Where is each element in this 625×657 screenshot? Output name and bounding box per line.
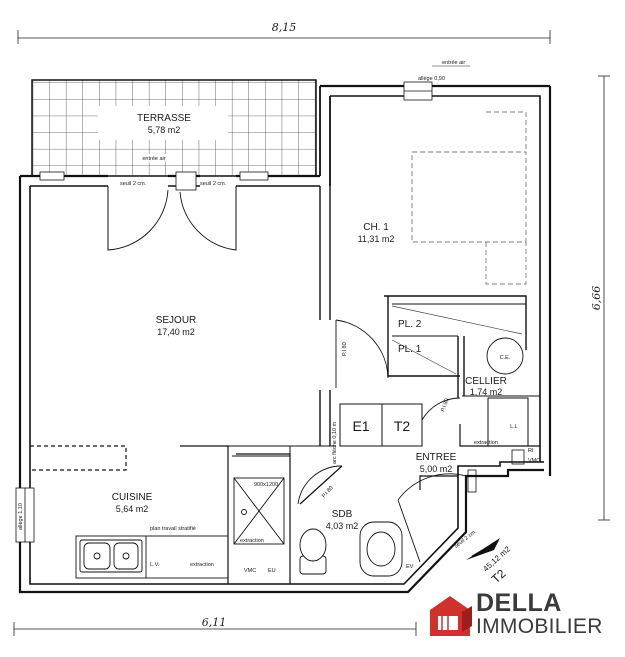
worktop-label: plan travail stratifié: [150, 526, 196, 532]
electrical-panel: [467, 469, 477, 493]
terrace-name: TERRASSE: [137, 113, 191, 124]
dimension-top-width: 8,15: [272, 21, 297, 34]
brand-name: DELLA: [476, 589, 562, 617]
seuil-right: seuil 2 cm.: [200, 181, 227, 187]
door-label-sdb: P.I 80: [321, 485, 335, 499]
placard-1-name: PL. 1: [398, 344, 422, 355]
left-allege: allège 1,10: [18, 503, 24, 530]
entree-name: ENTREE: [416, 452, 457, 463]
dishwasher-label: L.V.: [150, 562, 160, 568]
shower-extraction: extraction: [240, 538, 264, 544]
top-air-inlet: entrée air: [442, 60, 465, 66]
cellier-name: CELLIER: [465, 376, 507, 387]
dimension-lines: [13, 30, 610, 636]
entry-arrow-shaft: [471, 541, 497, 557]
bed: [411, 111, 527, 285]
vmc-unit: [511, 449, 525, 465]
door-label-ch1: P.I 80: [342, 342, 348, 356]
sdb-area: 4,03 m2: [326, 521, 359, 531]
shower-size: 900x1200: [254, 482, 278, 488]
cuisine-area: 5,64 m2: [116, 504, 149, 514]
terrace-area: 5,78 m2: [148, 125, 181, 135]
walls: [18, 84, 552, 594]
eu-label: EU: [268, 568, 276, 574]
toilet: [299, 528, 327, 575]
vmc-entree: VMC: [528, 458, 540, 464]
sdb-name: SDB: [332, 509, 353, 520]
placard-2-name: PL. 2: [398, 319, 422, 330]
terrace-floor: [31, 79, 317, 177]
water-heater-label: C.E.: [500, 355, 511, 361]
ev-label: EV: [406, 564, 414, 570]
windows: [15, 81, 433, 543]
dimension-right-height: 6,66: [590, 286, 603, 311]
water-heater: [486, 337, 524, 375]
closets: [391, 305, 523, 375]
kitchen-extraction-label: extraction: [190, 562, 214, 568]
door-swings: [107, 186, 467, 563]
vmc-sdb: VMC: [244, 568, 256, 574]
vanity: [359, 521, 403, 577]
sejour-name: SEJOUR: [156, 315, 197, 326]
seuil-left: seuil 2 cm.: [120, 181, 147, 187]
della-logo: [430, 596, 472, 636]
terrace-label-bg: [98, 106, 228, 140]
chambre-area: 11,31 m2: [358, 234, 395, 244]
door-label-cellier: P.I 80: [440, 398, 450, 413]
cuisine-name: CUISINE: [112, 492, 153, 503]
sejour-area: 17,40 m2: [157, 327, 195, 337]
chambre-name: CH. 1: [363, 222, 389, 233]
top-allege: allège 0,90: [418, 76, 445, 82]
shower: [233, 477, 285, 545]
unit-block-code: E1: [352, 418, 369, 434]
terrace-air-inlet: entrée air: [142, 156, 165, 162]
arch-note: arc flèche 0,10 m: [332, 421, 338, 464]
entree-extraction: extraction: [474, 440, 498, 446]
entree-area: 5,00 m2: [420, 464, 453, 474]
kitchen-counter: [75, 535, 229, 579]
unit-type-box: T2: [394, 418, 411, 434]
brand-subtitle: IMMOBILIER: [476, 615, 603, 638]
ri-label: RI: [528, 448, 534, 454]
cellier-area: 1,74 m2: [470, 387, 503, 397]
washing-machine-label: L.L: [510, 424, 518, 430]
dimension-bottom-width: 6,11: [202, 616, 227, 629]
terrace-air-bg: [140, 154, 168, 162]
